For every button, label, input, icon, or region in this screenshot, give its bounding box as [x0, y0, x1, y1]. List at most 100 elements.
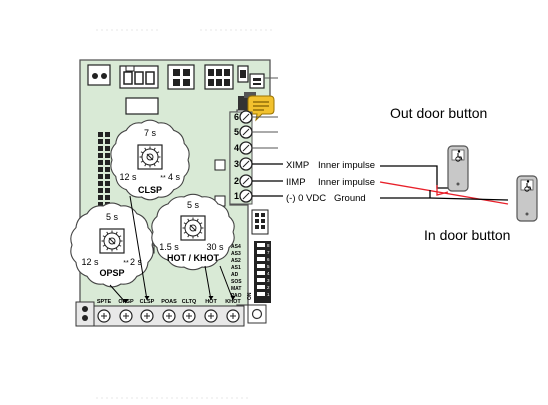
header-pin: [98, 181, 103, 186]
header-pin: [105, 188, 110, 193]
clsp-top-value: 7 s: [144, 128, 157, 138]
wheelchair-icon: [455, 150, 463, 162]
screw-slot: [242, 160, 250, 168]
terminal-wiring: [252, 116, 283, 197]
dip-label: AS3: [231, 251, 241, 257]
bottom-terminal-label: CLTQ: [182, 299, 197, 305]
wire-code-iimp: IIMP: [286, 177, 306, 188]
wire-desc-ground: Ground: [334, 193, 366, 204]
screw-slot: [242, 177, 250, 185]
screw-slot: [242, 113, 250, 121]
potentiometer-icon[interactable]: [137, 144, 163, 170]
header-pin: [98, 153, 103, 158]
dip-label: AS4: [231, 244, 241, 250]
clsp-arrow-head: [144, 296, 150, 300]
wire-desc-ximp: Inner impulse: [318, 160, 375, 171]
small-header: [251, 209, 269, 235]
dip-number: 5: [267, 264, 270, 269]
khot-arrow-head: [230, 296, 236, 300]
chip: [214, 159, 226, 171]
opsp-right-mark: **: [123, 260, 129, 267]
bottom-terminal-strip: SPTEOPSPCLSPPOASCLTQHOTKHOT: [75, 299, 267, 327]
terminal-number: 5: [234, 127, 239, 137]
header-pin: [105, 181, 110, 186]
dip-switch[interactable]: [257, 278, 265, 282]
clsp-right-value: 4 s: [168, 172, 181, 182]
dip-label: PAO: [231, 293, 242, 299]
wire-code-ximp: XIMP: [286, 160, 309, 171]
dip-number: 1: [267, 292, 270, 297]
out-door-push-button[interactable]: [447, 145, 469, 192]
header-pin: [105, 146, 110, 151]
bottom-terminal-label: CLSP: [140, 299, 155, 305]
clsp-name: CLSP: [138, 185, 162, 195]
header-pin: [98, 160, 103, 165]
opsp-right-value: 2 s: [130, 257, 143, 267]
screw-slot: [242, 128, 250, 136]
dip-number: 6: [267, 257, 270, 262]
small-connector-b: [249, 73, 265, 89]
dip-switch[interactable]: [257, 243, 265, 247]
dip-label: SOS: [231, 279, 242, 285]
opsp-left-value: 12 s: [81, 257, 99, 267]
dip-number: 8: [267, 243, 270, 248]
bottom-terminal-label: SPTE: [97, 299, 112, 305]
faint-artifacts: [96, 29, 275, 399]
dip-switch[interactable]: [257, 285, 265, 289]
header-pin: [98, 146, 103, 151]
top-connector-3pin: [119, 65, 159, 89]
clsp-right-mark: **: [160, 175, 166, 182]
header-pin: [105, 139, 110, 144]
dip-number: 2: [267, 285, 270, 290]
terminal-number: 4: [234, 143, 239, 153]
label-plate: [125, 97, 159, 115]
dip-on-label: ON: [247, 292, 253, 300]
black-wire-ground: [380, 197, 509, 201]
top-connector-4pin: [167, 64, 195, 90]
terminal-number: 1: [234, 191, 239, 201]
opsp-arrow: [109, 284, 127, 304]
dip-number: 3: [267, 278, 270, 283]
dip-switch[interactable]: [257, 257, 265, 261]
dip-label: MAT: [231, 286, 241, 292]
bottom-terminal-label: POAS: [161, 299, 177, 305]
potentiometer-icon[interactable]: [180, 215, 206, 241]
screw-slot: [242, 144, 250, 152]
hot-arrow: [204, 265, 212, 301]
out-door-button-label: Out door button: [390, 105, 487, 121]
header-pin: [105, 132, 110, 137]
header-pin: [98, 202, 103, 207]
potentiometer-icon[interactable]: [99, 228, 125, 254]
khot-arrow: [219, 265, 234, 301]
screw-slot: [242, 192, 250, 200]
dip-number: 4: [267, 271, 270, 276]
header-pin: [105, 174, 110, 179]
dip-switch[interactable]: [257, 292, 265, 296]
in-door-button-label: In door button: [424, 227, 510, 243]
header-pin: [105, 153, 110, 158]
wheelchair-icon: [524, 180, 532, 192]
top-connector-6pin: [204, 64, 234, 90]
header-pin: [105, 160, 110, 165]
top-connector-2pin: [87, 64, 111, 86]
hot-left-value: 1.5 s: [159, 242, 179, 252]
terminal-number: 6: [234, 112, 239, 122]
external-wires: [379, 165, 509, 205]
dip-switch[interactable]: [257, 271, 265, 275]
opsp-top-value: 5 s: [106, 212, 119, 222]
bottom-terminal-label: KHOT: [225, 299, 241, 305]
dip-switch[interactable]: [257, 264, 265, 268]
header-pin: [98, 174, 103, 179]
header-pin: [98, 139, 103, 144]
in-door-push-button[interactable]: [516, 175, 538, 222]
terminal-number: 2: [234, 176, 239, 186]
header-pin: [105, 167, 110, 172]
dip-switch[interactable]: [257, 250, 265, 254]
bottom-terminal-label: HOT: [205, 299, 217, 305]
wire-desc-iimp: Inner impulse: [318, 177, 375, 188]
hot-right-value: 30 s: [206, 242, 224, 252]
